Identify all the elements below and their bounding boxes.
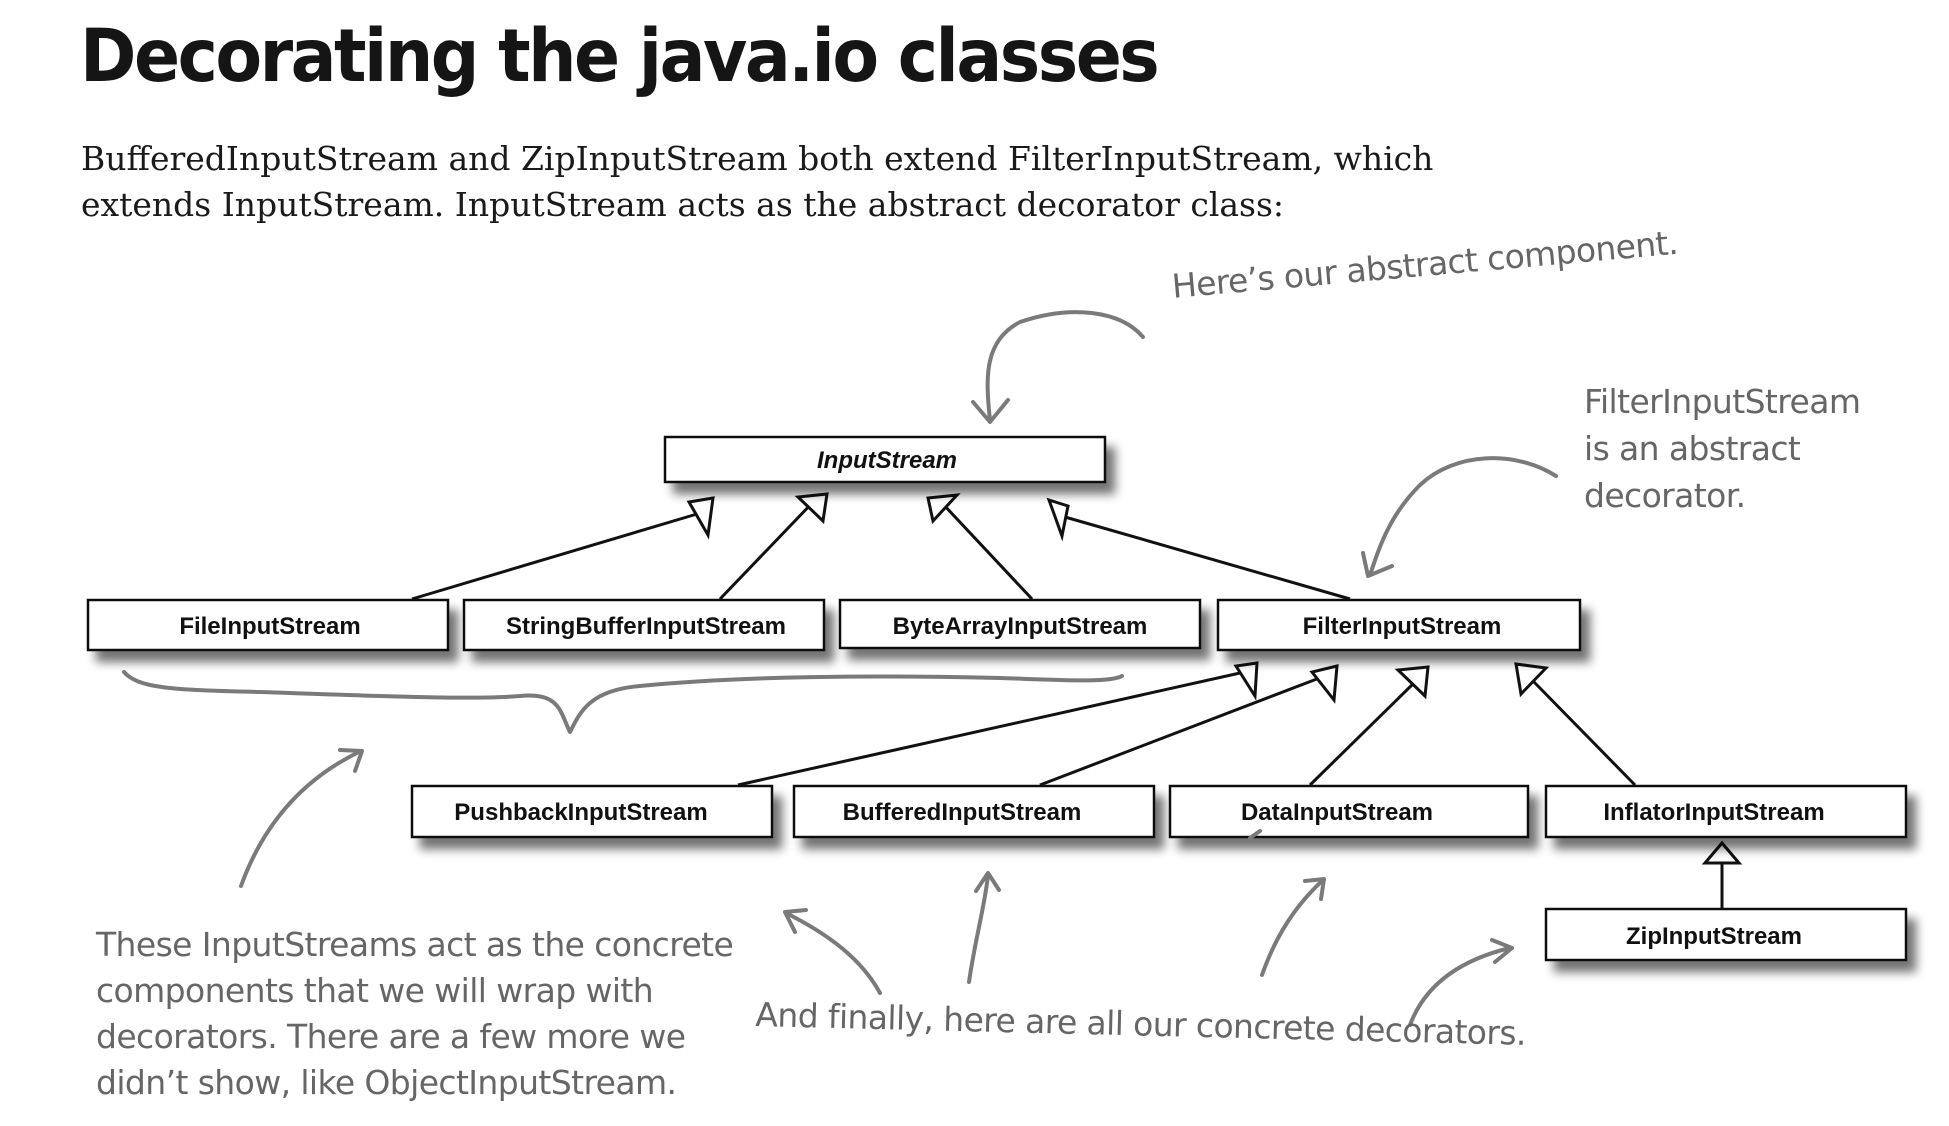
curly-brace	[122, 670, 1124, 734]
class-input-stream[interactable]: InputStream	[663, 435, 1107, 484]
arrowhead-to-buffered	[974, 871, 1001, 893]
inheritance-lines	[411, 498, 1724, 908]
class-label: DataInputStream	[1241, 799, 1433, 826]
note-line: FilterInputStream	[1584, 382, 1861, 421]
line-inflator-to-filter	[1532, 680, 1637, 787]
class-file-input-stream[interactable]: FileInputStream	[86, 598, 450, 652]
line-buffered-to-filter	[1039, 675, 1323, 787]
class-label: ZipInputStream	[1626, 923, 1802, 950]
intro-line-1: BufferedInputStream and ZipInputStream b…	[81, 139, 1434, 178]
class-box	[838, 598, 1202, 650]
class-label: InputStream	[817, 447, 957, 474]
class-box	[1168, 784, 1530, 839]
note-line: These InputStreams act as the concrete	[96, 925, 734, 964]
note-line: didn’t show, like ObjectInputStream.	[96, 1063, 677, 1102]
class-label: InflatorInputStream	[1603, 799, 1824, 826]
note-line: is an abstract	[1584, 429, 1801, 468]
line-pushback-to-filter	[737, 671, 1241, 787]
class-inflator-input-stream[interactable]: InflatorInputStream	[1544, 784, 1908, 839]
class-label: PushbackInputStream	[454, 799, 707, 826]
arrowhead-data	[1394, 665, 1430, 700]
line-data-to-filter	[1308, 680, 1417, 787]
arrowhead-to-concrete-components	[338, 748, 364, 773]
intro-line-2: extends InputStream. InputStream acts as…	[81, 185, 1285, 224]
annotation-strokes	[122, 310, 1558, 1027]
arrowhead-stringbuffer	[794, 492, 829, 525]
note-abstract-decorator: FilterInputStream is an abstract decorat…	[1584, 378, 1861, 519]
arrow-to-concrete-components	[239, 749, 363, 888]
class-label: ByteArrayInputStream	[893, 613, 1148, 640]
page-title: Decorating the java.io classes	[80, 14, 1160, 100]
class-pushback-input-stream[interactable]: PushbackInputStream	[410, 784, 774, 839]
class-filter-input-stream[interactable]: FilterInputStream	[1216, 598, 1582, 652]
arrowhead-to-zip	[1490, 938, 1514, 964]
line-filter-to-input	[1057, 513, 1351, 601]
class-data-input-stream[interactable]: DataInputStream	[1168, 784, 1530, 839]
class-label: FileInputStream	[179, 613, 360, 640]
arrowhead-filter	[1046, 497, 1070, 542]
note-concrete-components: These InputStreams act as the concrete c…	[96, 922, 734, 1106]
inheritance-arrowheads	[686, 492, 1743, 865]
class-box	[410, 784, 774, 839]
class-label: BufferedInputStream	[843, 799, 1082, 826]
note-line: components that we will wrap with	[96, 971, 654, 1010]
arrow-to-buffered	[967, 873, 990, 984]
class-box	[1544, 784, 1908, 839]
arrowhead-zip	[1701, 840, 1743, 865]
arrowhead-bytearray	[926, 493, 961, 525]
arrowhead-file	[686, 496, 715, 540]
arrowhead-to-data	[1303, 877, 1326, 901]
class-box	[1544, 907, 1908, 962]
intro-paragraph: BufferedInputStream and ZipInputStream b…	[81, 136, 1434, 228]
class-label: StringBufferInputStream	[506, 613, 786, 640]
arrowhead-inflator	[1514, 662, 1550, 698]
class-box	[792, 784, 1156, 839]
note-line: decorators. There are a few more we	[96, 1017, 686, 1056]
arrow-to-data	[1260, 878, 1325, 977]
arrowhead-buffered	[1309, 664, 1339, 704]
class-box	[1216, 598, 1582, 652]
class-label: FilterInputStream	[1303, 613, 1502, 640]
arrow-to-filter-input-stream	[1368, 456, 1558, 577]
class-buffered-input-stream[interactable]: BufferedInputStream	[792, 784, 1156, 839]
arrow-to-pushback	[784, 911, 882, 995]
class-byte-array-input-stream[interactable]: ByteArrayInputStream	[838, 598, 1202, 650]
stray-tick	[1248, 829, 1262, 840]
class-box	[86, 598, 450, 652]
arrow-to-input-stream	[985, 310, 1145, 422]
arrowhead-to-input-stream	[971, 398, 1010, 424]
class-box	[663, 435, 1107, 484]
arrowhead-to-pushback	[783, 908, 808, 934]
arrow-to-zip	[1408, 946, 1512, 1027]
arrowhead-pushback	[1233, 661, 1259, 701]
arrowhead-to-filter-input-stream	[1361, 551, 1394, 578]
class-string-buffer-input-stream[interactable]: StringBufferInputStream	[462, 598, 826, 652]
class-zip-input-stream[interactable]: ZipInputStream	[1544, 907, 1908, 962]
note-line: decorator.	[1584, 476, 1746, 515]
class-box	[462, 598, 826, 652]
line-file-to-input	[411, 512, 698, 601]
line-bytearray-to-input	[940, 501, 1034, 601]
line-stringbuffer-to-input	[718, 498, 817, 601]
